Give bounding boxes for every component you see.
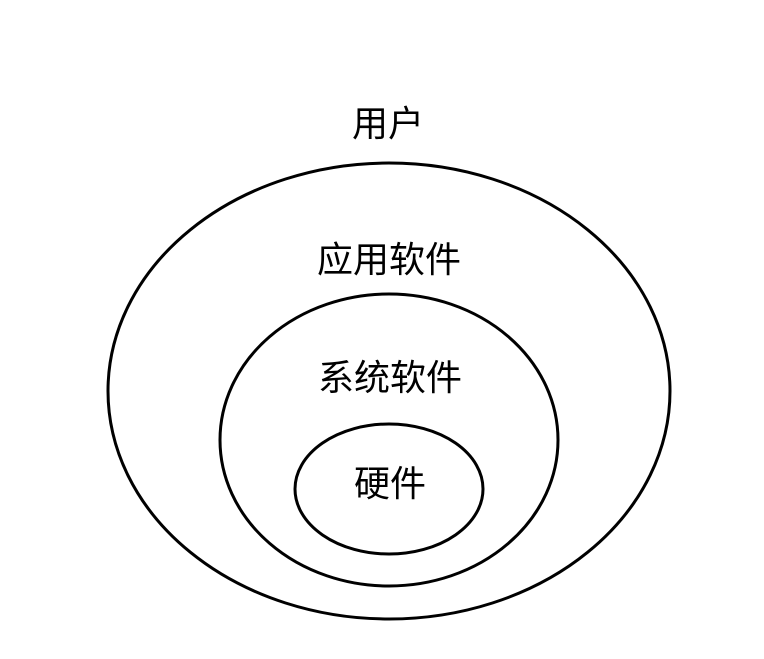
label-application-software: 应用软件 — [317, 240, 461, 281]
label-user: 用户 — [352, 104, 424, 145]
label-system-software: 系统软件 — [318, 358, 462, 399]
label-hardware: 硬件 — [354, 464, 426, 505]
ellipse-system-software — [218, 292, 560, 588]
ellipse-application-software — [106, 161, 672, 621]
ellipse-hardware — [293, 422, 485, 556]
